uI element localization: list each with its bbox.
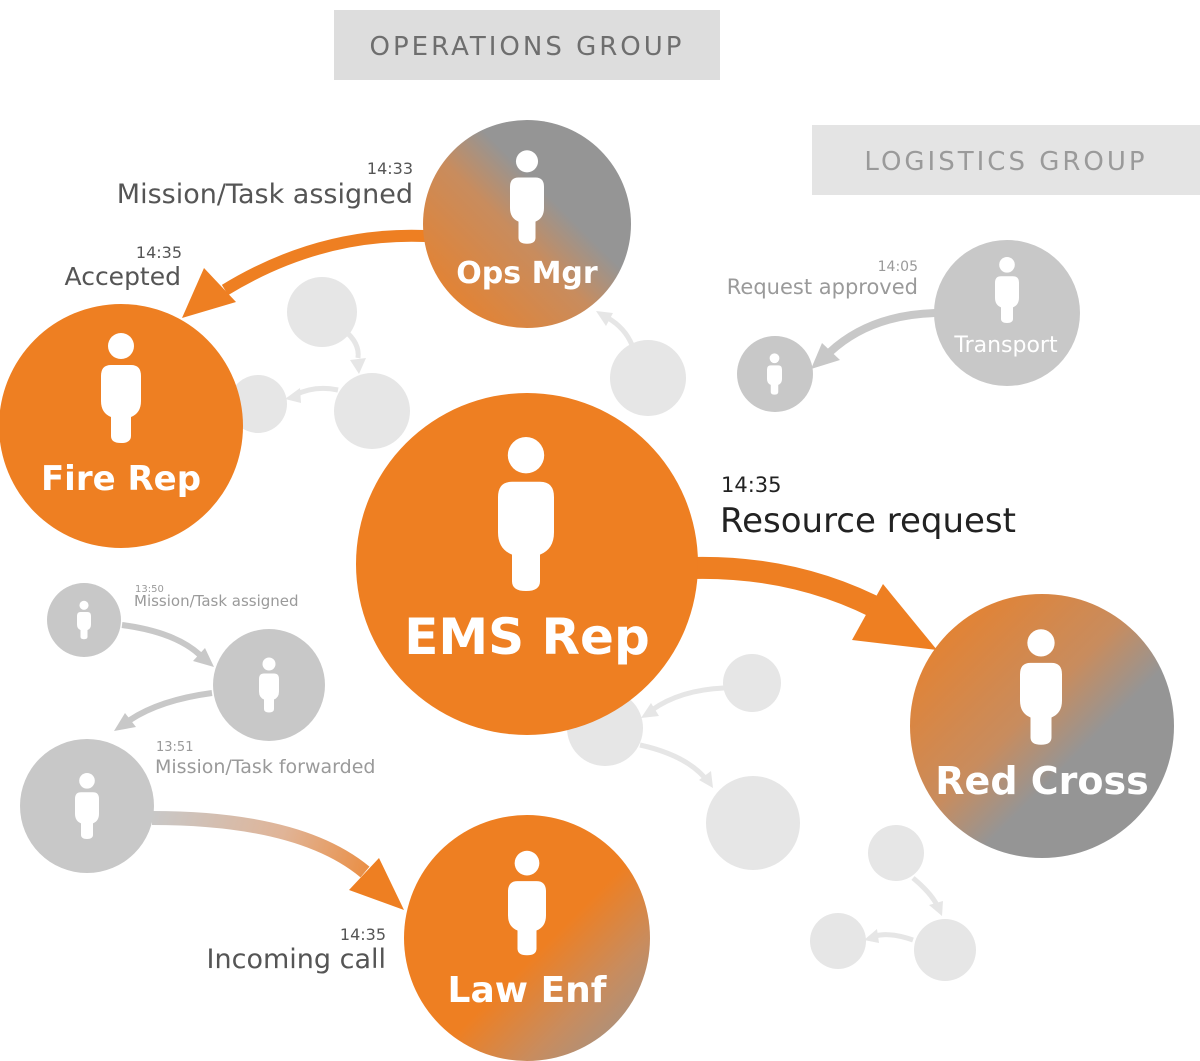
bg-arrow xyxy=(911,876,940,907)
bg-node xyxy=(610,340,686,416)
event-time: 13:51 xyxy=(156,740,193,755)
event-labels: 14:33 Mission/Task assigned 14:35 Accept… xyxy=(65,159,1016,975)
arrow-forwarded xyxy=(128,690,213,723)
arrow-incoming-call xyxy=(151,811,370,878)
event-text: Incoming call xyxy=(207,944,386,975)
logistics-group: LOGISTICS GROUP xyxy=(812,125,1200,195)
event-time: 14:35 xyxy=(136,243,182,262)
event-text: Mission/Task forwarded xyxy=(155,756,375,778)
event-time: 13:50 xyxy=(135,584,164,595)
event-text: Accepted xyxy=(65,262,181,291)
node-ops-mgr[interactable]: Ops Mgr xyxy=(423,120,631,328)
node-label-red-cross: Red Cross xyxy=(935,759,1148,803)
bg-arrow xyxy=(342,328,361,359)
bg-arrow xyxy=(650,685,725,713)
bg-arrow xyxy=(293,385,339,398)
node-label-fire-rep: Fire Rep xyxy=(41,459,201,499)
main-arrows xyxy=(151,229,937,910)
operations-group-box xyxy=(334,10,720,80)
bg-node xyxy=(723,654,781,712)
arrow-resource-request xyxy=(689,556,896,625)
bg-node xyxy=(287,277,357,347)
bg-arrow xyxy=(639,742,707,780)
node-label-law-enf: Law Enf xyxy=(448,970,607,1011)
event-time: 14:35 xyxy=(721,473,782,497)
bg-node xyxy=(229,375,287,433)
event-text: Request approved xyxy=(727,275,918,299)
node-label-ems-rep: EMS Rep xyxy=(404,608,650,666)
event-time: 14:35 xyxy=(340,925,386,944)
logistics-group-box xyxy=(812,125,1200,195)
event-text: Resource request xyxy=(720,501,1016,541)
event-time: 14:33 xyxy=(367,159,413,178)
bg-node xyxy=(868,825,924,881)
arrow-assigned-to-fire xyxy=(221,229,426,296)
bg-node xyxy=(706,776,800,870)
arrow-request-approved xyxy=(827,309,936,355)
background-arrows xyxy=(285,311,943,943)
bg-arrow xyxy=(874,932,914,943)
operations-group-label: OPERATIONS GROUP xyxy=(370,32,685,62)
bg-arrow xyxy=(606,315,635,347)
node-red-cross[interactable]: Red Cross xyxy=(910,594,1174,858)
node-law-enf[interactable]: Law Enf xyxy=(404,815,650,1061)
event-text: Mission/Task assigned xyxy=(117,179,413,210)
node-label-transport: Transport xyxy=(953,333,1058,358)
bg-node xyxy=(810,913,866,969)
event-time: 14:05 xyxy=(878,259,918,275)
node-label-ops-mgr: Ops Mgr xyxy=(456,256,598,291)
node-ems-rep[interactable]: EMS Rep xyxy=(356,393,698,735)
bg-node xyxy=(334,373,410,449)
event-text: Mission/Task assigned xyxy=(134,592,299,610)
background-network xyxy=(229,277,976,981)
operations-group: OPERATIONS GROUP xyxy=(334,10,720,80)
node-fire-rep[interactable]: Fire Rep xyxy=(0,304,243,548)
arrow-assigned-small xyxy=(121,622,203,658)
logistics-network: Transport 14:05 Request approved xyxy=(727,240,1080,412)
bg-node xyxy=(914,919,976,981)
logistics-group-label: LOGISTICS GROUP xyxy=(864,147,1147,177)
left-gray-network: 13:50 Mission/Task assigned 13:51 Missio… xyxy=(20,583,375,873)
